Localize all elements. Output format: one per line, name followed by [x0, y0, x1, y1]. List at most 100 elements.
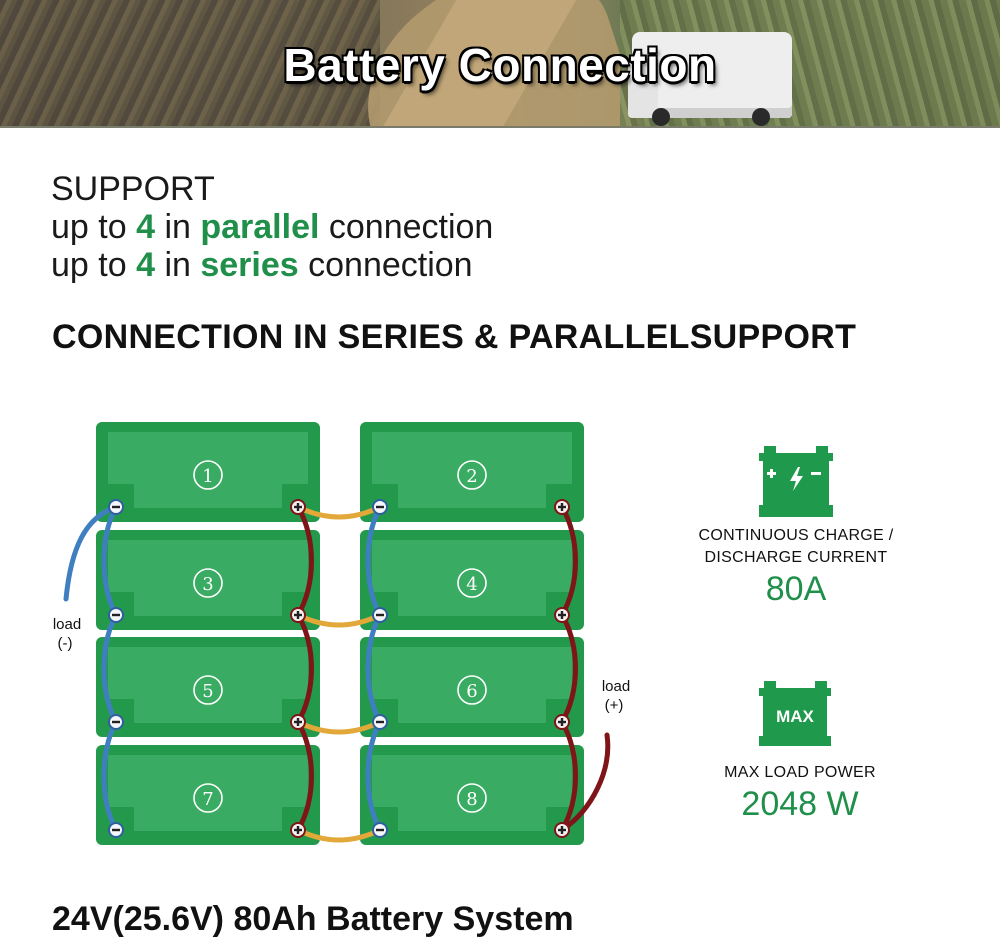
support-heading: SUPPORT: [51, 170, 215, 208]
load-negative-label: load: [53, 616, 81, 633]
series-label: series: [200, 246, 299, 284]
positive-terminal-icon: [554, 714, 570, 730]
cable-layer: [63, 504, 611, 843]
support-line-series: up to 4 in series connection: [51, 246, 473, 284]
battery-number: 2: [466, 466, 477, 487]
positive-terminal-icon: [290, 822, 306, 838]
spec-charge-value: 80A: [765, 570, 827, 608]
positive-terminal-icon: [554, 822, 570, 838]
wiring-diagram: 1 2 3 4 5 6 7 8 load (-) load (+): [53, 422, 630, 845]
battery-number: 7: [202, 789, 213, 810]
battery-top-panel: [108, 647, 308, 723]
battery-top-panel: [372, 540, 572, 616]
battery-top-panel: [372, 647, 572, 723]
banner-title: Battery Connection: [283, 39, 717, 91]
support-line-parallel: up to 4 in parallel connection: [51, 208, 494, 246]
battery-max-icon: MAX: [759, 681, 831, 746]
battery-number-ring: [193, 675, 223, 705]
battery-number-ring: [193, 783, 223, 813]
positive-cable: [559, 719, 578, 833]
battery-number-ring: [193, 460, 223, 490]
banner-hillside: [0, 0, 380, 128]
battery-number-ring: [193, 568, 223, 598]
battery-system-title: 24V(25.6V) 80Ah Battery System: [52, 900, 574, 938]
battery-number: 6: [466, 681, 477, 702]
battery-1: 1: [96, 422, 320, 522]
bridge-cable: [295, 719, 383, 735]
battery-3: 3: [96, 530, 320, 630]
negative-terminal-icon: [108, 822, 124, 838]
negative-terminal-icon: [372, 714, 388, 730]
battery-number-ring: [457, 460, 487, 490]
battery-top-panel: [372, 432, 572, 508]
positive-cable: [295, 612, 314, 725]
header-banner: Battery Connection: [0, 0, 1000, 128]
negative-terminal-icon: [108, 714, 124, 730]
positive-cable: [559, 612, 578, 725]
battery-2: 2: [360, 422, 584, 522]
spec-power-value: 2048 W: [741, 785, 859, 823]
banner-divider: [0, 126, 1000, 128]
spec-charge-label-1: CONTINUOUS CHARGE /: [698, 527, 894, 544]
section-title: CONNECTION IN SERIES & PARALLELSUPPORT: [52, 318, 857, 356]
battery-8: 8: [360, 745, 584, 845]
negative-cable: [365, 612, 383, 725]
battery-number: 1: [202, 466, 213, 487]
terminal-layer: [108, 499, 570, 838]
support-block: SUPPORT up to 4 in parallel connection u…: [51, 170, 493, 284]
bridge-cable: [295, 827, 383, 843]
spec-max-load-power: MAX MAX LOAD POWER 2048 W: [670, 680, 930, 824]
battery-number: 8: [466, 789, 477, 810]
diagram-labels: load (-) load (+): [53, 616, 630, 714]
negative-terminal-icon: [372, 607, 388, 623]
battery-top-panel: [108, 755, 308, 831]
battery-number-ring: [457, 568, 487, 598]
load-positive-sign: (+): [605, 697, 624, 714]
negative-cable: [365, 504, 383, 618]
load-positive-label: load: [602, 678, 630, 695]
negative-terminal-icon: [108, 607, 124, 623]
battery-number-ring: [457, 783, 487, 813]
spec-power-label: MAX LOAD POWER: [724, 764, 876, 781]
negative-cable: [365, 719, 383, 833]
parallel-label: parallel: [200, 208, 320, 246]
battery-5: 5: [96, 637, 320, 737]
positive-terminal-icon: [290, 714, 306, 730]
negative-terminal-icon: [372, 499, 388, 515]
positive-terminal-icon: [554, 499, 570, 515]
battery-number: 5: [202, 681, 213, 702]
positive-cable: [295, 504, 314, 618]
battery-4: 4: [360, 530, 584, 630]
load-positive-cable: [559, 732, 611, 833]
positive-terminal-icon: [290, 607, 306, 623]
positive-terminal-icon: [290, 499, 306, 515]
negative-terminal-icon: [108, 499, 124, 515]
battery-top-panel: [372, 755, 572, 831]
spec-charge-label-2: DISCHARGE CURRENT: [704, 549, 888, 566]
positive-cable: [559, 504, 578, 618]
battery-number-ring: [457, 675, 487, 705]
load-negative-sign: (-): [58, 635, 73, 652]
spec-charge-current: CONTINUOUS CHARGE / DISCHARGE CURRENT 80…: [666, 445, 926, 609]
battery-charge-icon: [759, 446, 833, 517]
banner-rv-image: [628, 32, 792, 126]
battery-number: 3: [202, 574, 213, 595]
bridge-cable: [295, 612, 383, 628]
negative-cable: [101, 612, 119, 725]
battery-top-panel: [108, 432, 308, 508]
battery-7: 7: [96, 745, 320, 845]
load-negative-cable: [63, 504, 119, 602]
negative-cable: [101, 504, 119, 618]
positive-cable: [295, 719, 314, 833]
battery-top-panel: [108, 540, 308, 616]
parallel-count: 4: [136, 208, 155, 246]
battery-number: 4: [466, 574, 477, 595]
battery-max-icon-text: MAX: [776, 707, 814, 726]
negative-terminal-icon: [372, 822, 388, 838]
series-count: 4: [136, 246, 155, 284]
battery-grid: 1 2 3 4 5 6 7 8: [96, 422, 584, 845]
battery-6: 6: [360, 637, 584, 737]
bridge-cable: [295, 504, 383, 520]
positive-terminal-icon: [554, 607, 570, 623]
negative-cable: [101, 719, 119, 833]
